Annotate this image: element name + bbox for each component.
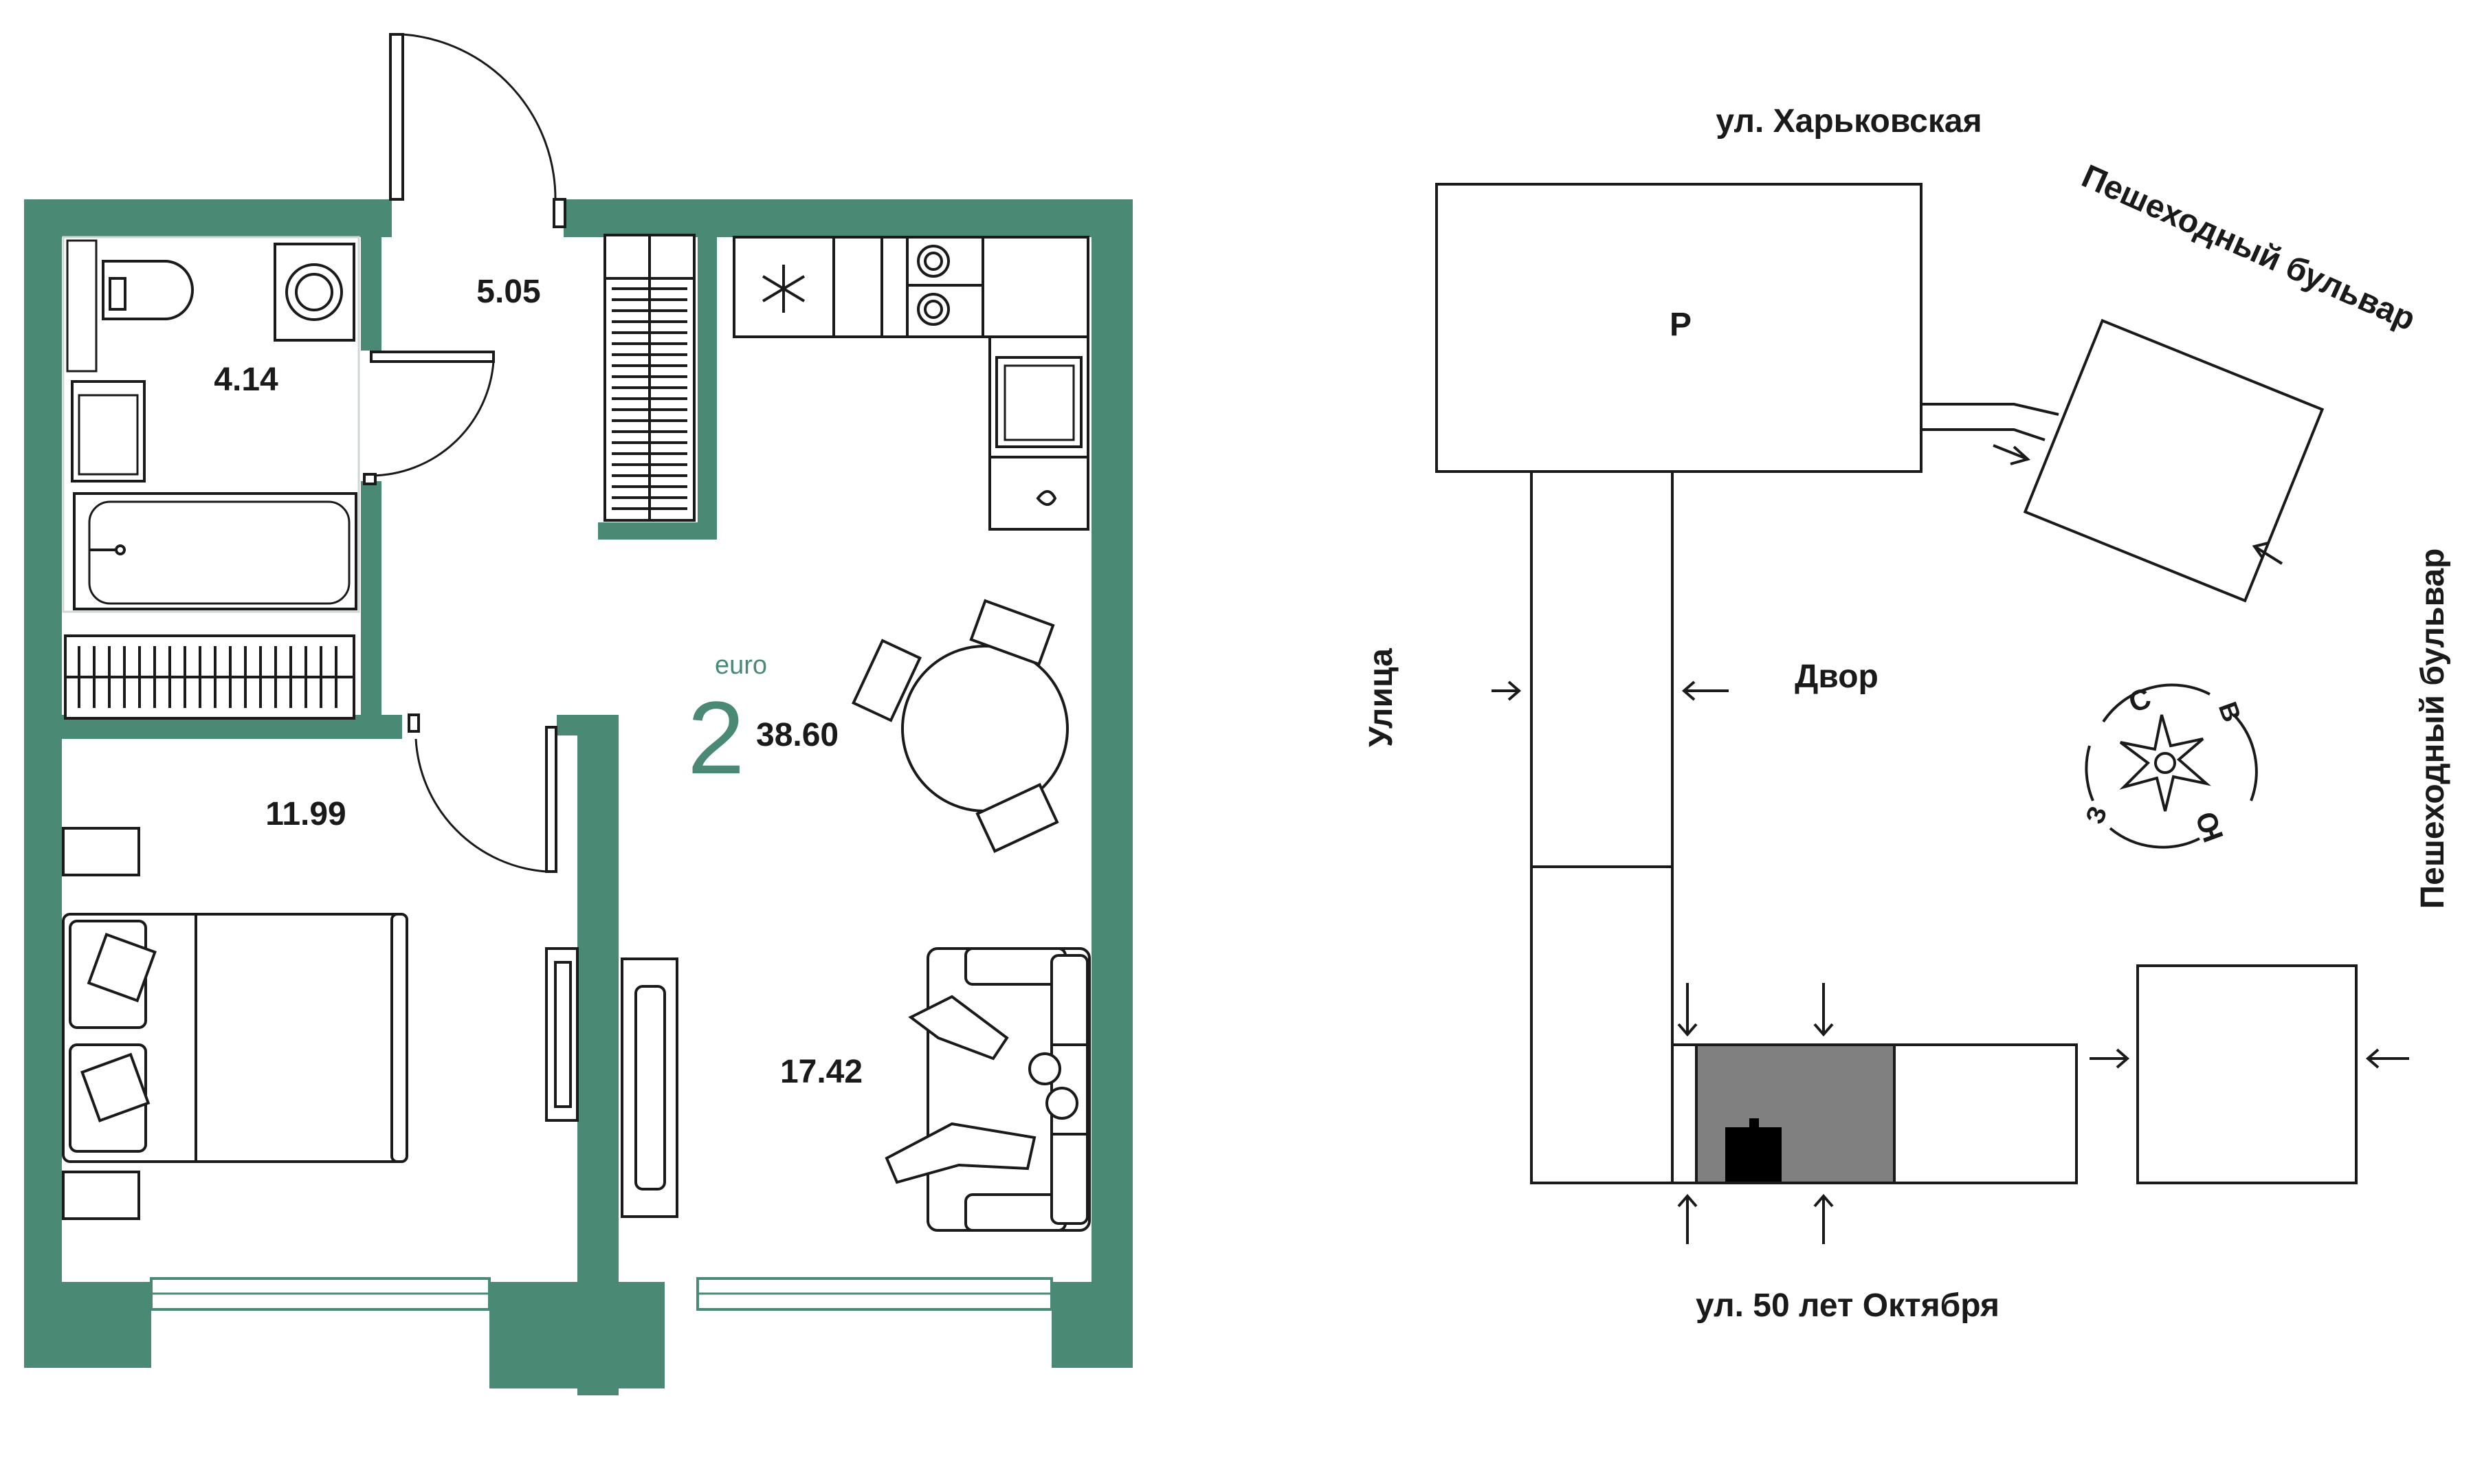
tv-living — [621, 957, 678, 1218]
bathroom-door — [363, 351, 495, 485]
right-section — [1893, 1043, 2078, 1184]
parking-label: Р — [1670, 307, 1692, 343]
street-right-vertical: Пешеходный бульвар — [2415, 549, 2451, 909]
passage — [1921, 403, 2059, 441]
yard-label: Двор — [1795, 658, 1879, 695]
arrow-icon — [1492, 680, 1522, 701]
bedroom-area: 11.99 — [265, 796, 346, 832]
floor-plan: 4.14 5.05 — [24, 33, 1133, 1395]
left-wing — [1530, 470, 1674, 868]
street-bottom: ул. 50 лет Октября — [1696, 1287, 1999, 1324]
entrance-door — [389, 33, 566, 228]
left-wing-lower — [1530, 865, 1674, 1184]
kitchen-sink — [995, 356, 1083, 448]
entry-arrows — [1492, 444, 2409, 1244]
apartment-total-area: 38.60 — [756, 717, 839, 753]
sink — [71, 380, 146, 483]
arrow-icon — [1993, 444, 2031, 465]
pillow — [80, 1052, 151, 1122]
arrow-icon — [2090, 1048, 2130, 1069]
hallway-wardrobe — [603, 234, 696, 522]
radiator-bedroom — [64, 634, 355, 720]
hallway-area: 5.05 — [476, 274, 540, 310]
nightstand-top — [62, 827, 140, 876]
boulevard-building — [2023, 318, 2325, 603]
bedroom: 11.99 — [62, 796, 408, 1220]
parking-building — [1435, 183, 1923, 473]
bathtub — [73, 492, 357, 610]
arrow-icon — [1677, 983, 1698, 1037]
outer-walls — [24, 199, 1133, 1388]
arrow-icon — [1813, 983, 1834, 1037]
snowflake-icon — [762, 265, 806, 313]
inner-walls — [62, 227, 717, 1395]
bedroom-door — [408, 713, 557, 873]
street-top: ул. Харьковская — [1716, 103, 1982, 140]
sofa — [885, 947, 1091, 1232]
arrow-icon — [2252, 542, 2283, 565]
compass-west: З — [2081, 803, 2114, 828]
bathroom: 4.14 — [62, 236, 360, 613]
street-right-diagonal: Пешеходный бульвар — [2076, 158, 2421, 338]
apartment-rooms-count: 2 — [687, 680, 744, 795]
arrow-icon — [1677, 1193, 1698, 1244]
compass-icon: С В Ю З — [2081, 681, 2258, 849]
street-left: Улица — [1363, 648, 1399, 747]
pillow — [87, 933, 157, 1003]
site-plan: ул. Харьковская ул. 50 лет Октября Улица… — [1363, 103, 2451, 1324]
tv-bedroom — [545, 947, 579, 1122]
apartment-type-prefix: euro — [715, 651, 767, 680]
building-marker — [1725, 1127, 1782, 1182]
detached-building — [2136, 964, 2358, 1184]
dining-table — [852, 599, 1069, 853]
bathroom-area: 4.14 — [214, 362, 278, 398]
nightstand-bottom — [62, 1171, 140, 1220]
person — [908, 995, 1009, 1061]
windows — [150, 1277, 1053, 1311]
arrow-icon — [1813, 1193, 1834, 1244]
kitchen — [733, 236, 1089, 531]
arrow-icon — [2365, 1048, 2409, 1069]
arrow-icon — [1681, 680, 1729, 701]
living-kitchen-area: 17.42 — [780, 1054, 863, 1090]
